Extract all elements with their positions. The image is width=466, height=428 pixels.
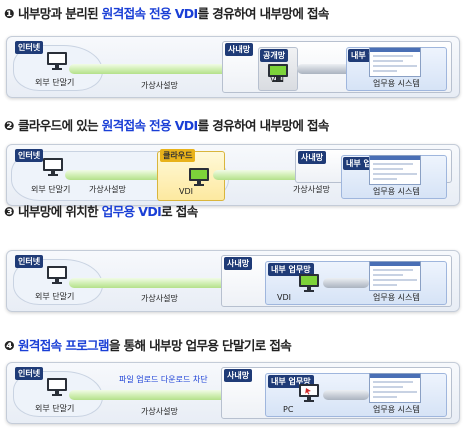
vdi-label: VDI <box>179 187 193 196</box>
terminal-label: 외부 단말기 <box>35 292 75 301</box>
remote-app-icon <box>299 384 319 402</box>
section-number: ❶ <box>4 6 15 21</box>
diagram-panel: 인터넷 외부 단말기 가상사설망 사내망 공개망 VDI 내부 업무망 업무용 … <box>6 36 460 98</box>
monitor-icon <box>268 64 288 82</box>
pc-label: PC <box>283 405 294 414</box>
system-screenshot <box>369 155 421 185</box>
public-tag: 공개망 <box>260 49 289 62</box>
monitor-icon <box>299 274 319 292</box>
system-screenshot <box>369 261 421 291</box>
system-label: 업무용 시스템 <box>373 79 420 88</box>
monitor-icon <box>43 158 63 176</box>
section-number: ❸ <box>4 204 15 219</box>
system-screenshot <box>369 373 421 403</box>
terminal-label: 외부 단말기 <box>35 78 75 87</box>
internal-pipe <box>323 390 369 400</box>
cloud-tag: 클라우드 <box>160 149 196 162</box>
internal-pipe <box>297 64 367 74</box>
monitor-icon <box>189 168 209 186</box>
transfer-block-note: 파일 업로드 다운로드 차단 <box>119 375 208 384</box>
vpn-pipe <box>69 390 309 400</box>
network-label: 가상사설망 <box>141 407 178 416</box>
terminal-label: 외부 단말기 <box>35 404 75 413</box>
vpn-pipe <box>65 170 175 180</box>
internet-tag: 인터넷 <box>15 255 44 268</box>
monitor-icon <box>47 378 67 396</box>
network-label: 가상사설망 <box>141 294 178 303</box>
section-number: ❹ <box>4 338 15 353</box>
system-label: 업무용 시스템 <box>373 405 420 414</box>
diagram-panel: 인터넷 외부 단말기 가상사설망 사내망 내부 업무망 VDI 업무용 시스템 <box>6 250 460 312</box>
system-screenshot <box>369 47 421 77</box>
work-tag: 내부 업무망 <box>268 263 314 276</box>
internal-pipe <box>323 278 369 288</box>
system-label: 업무용 시스템 <box>373 187 420 196</box>
intranet-tag: 사내망 <box>225 43 254 56</box>
intranet-tag: 사내망 <box>298 151 327 164</box>
intranet-tag: 사내망 <box>224 257 253 270</box>
internet-tag: 인터넷 <box>15 367 44 380</box>
internet-tag: 인터넷 <box>15 41 44 54</box>
vdi-label: VDI <box>270 75 284 84</box>
section-number: ❷ <box>4 118 15 133</box>
vpn-pipe <box>69 64 267 74</box>
terminal-label: 외부 단말기 <box>31 185 71 194</box>
diagram-panel: 인터넷 외부 단말기 가상사설망 클라우드 VDI 가상사설망 사내망 내부 업… <box>6 144 460 206</box>
vpn-pipe <box>69 278 309 288</box>
monitor-icon <box>47 266 67 284</box>
intranet-tag: 사내망 <box>224 369 253 382</box>
network-label: 가상사설망 <box>89 185 126 194</box>
network-label: 가상사설망 <box>141 81 178 90</box>
vpn-pipe-2 <box>213 170 363 180</box>
system-label: 업무용 시스템 <box>373 293 420 302</box>
monitor-icon <box>47 52 67 70</box>
diagram-panel: 인터넷 외부 단말기 파일 업로드 다운로드 차단 가상사설망 사내망 내부 업… <box>6 362 460 424</box>
vdi-label: VDI <box>277 293 291 302</box>
internet-tag: 인터넷 <box>15 149 44 162</box>
network-label-2: 가상사설망 <box>293 185 330 194</box>
